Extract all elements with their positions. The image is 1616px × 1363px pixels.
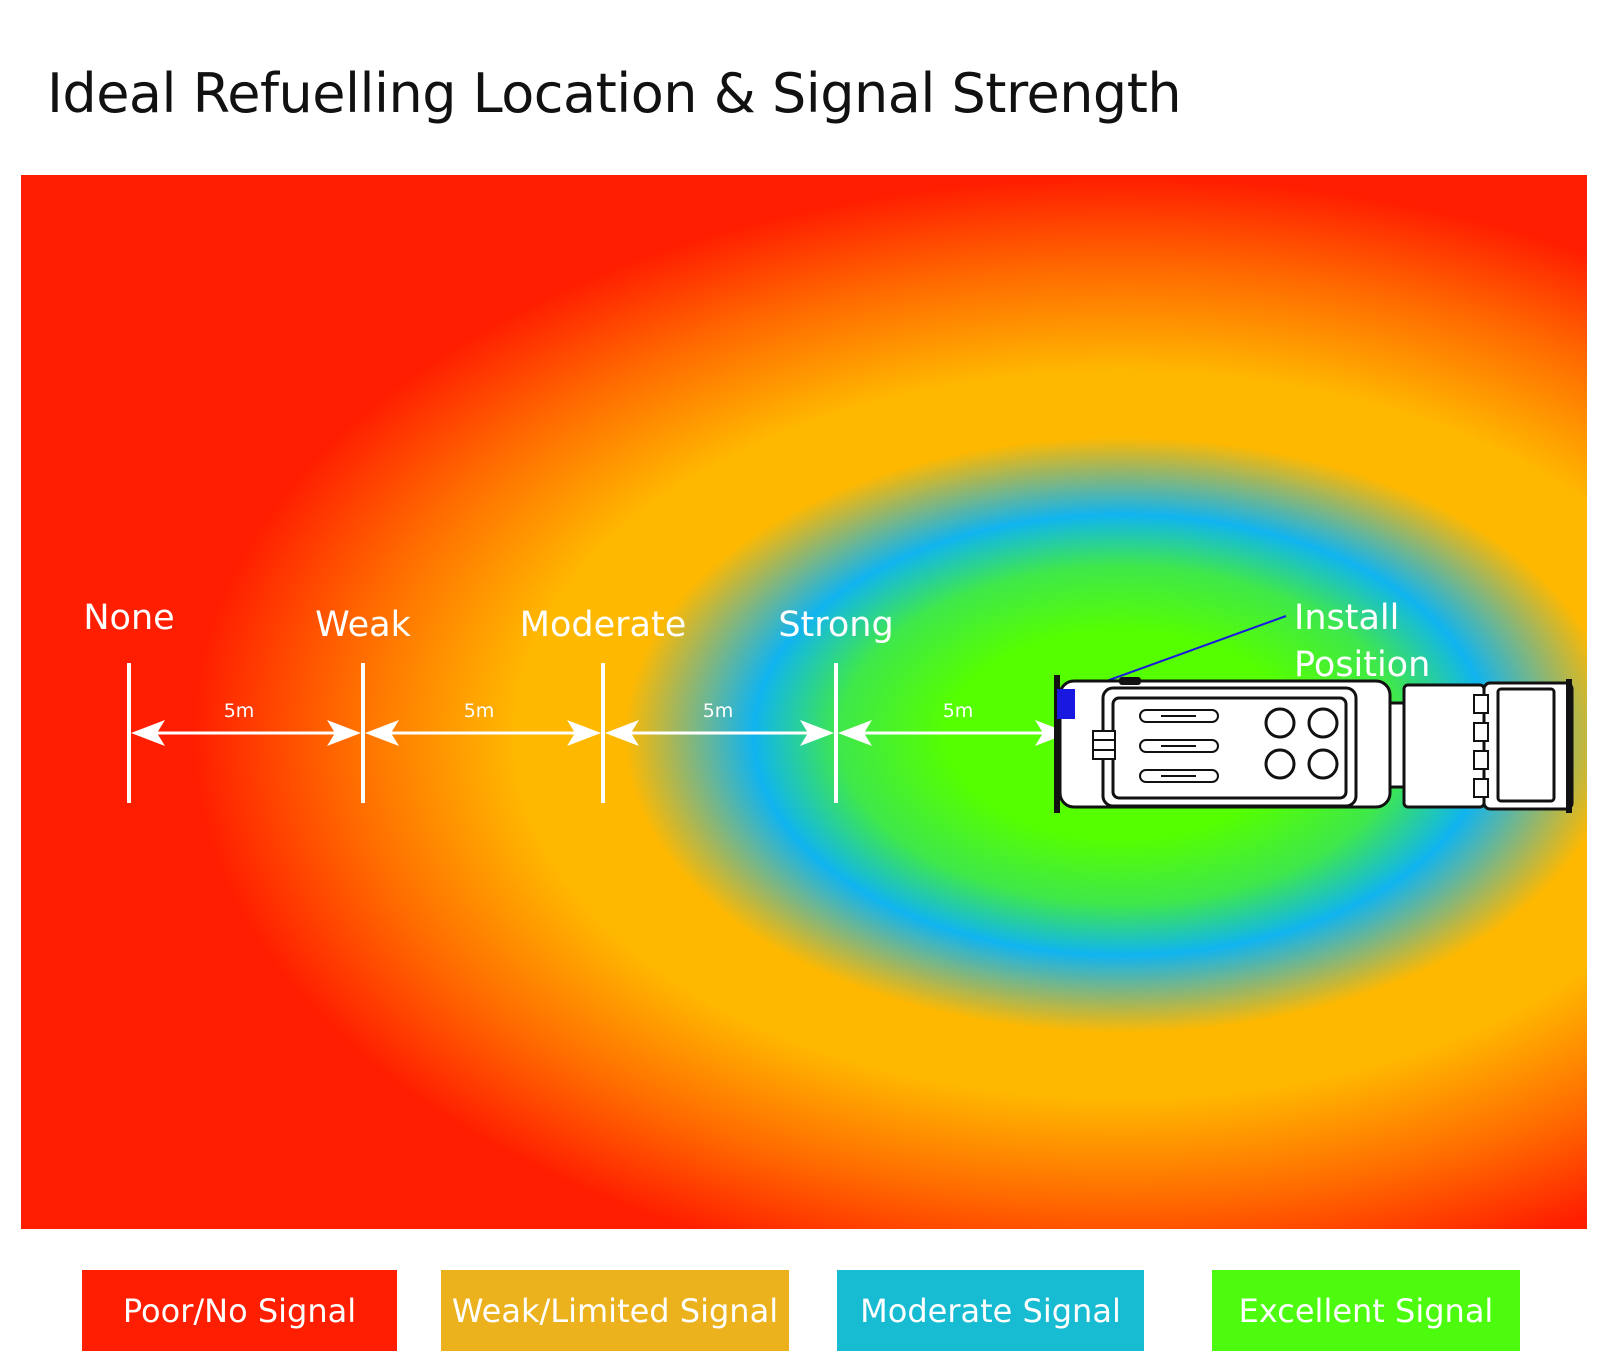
install-position-label-line1: Install	[1294, 598, 1399, 638]
legend-poor-signal-label: Poor/No Signal	[122, 1291, 357, 1330]
legend-poor-signal: Poor/No Signal	[82, 1270, 397, 1351]
legend-weak-signal: Weak/Limited Signal	[441, 1270, 789, 1351]
distance-label-1: 5m	[224, 700, 255, 722]
distance-label-4: 5m	[943, 700, 974, 722]
legend-excellent-signal-label: Excellent Signal	[1238, 1291, 1494, 1330]
distance-arrow-3	[605, 720, 834, 746]
legend-excellent-signal: Excellent Signal	[1212, 1270, 1520, 1351]
distance-arrow-2	[365, 720, 601, 746]
distance-label-2: 5m	[464, 700, 495, 722]
zone-label-moderate: Moderate	[520, 605, 686, 645]
zone-label-strong: Strong	[778, 605, 893, 645]
zone-label-none: None	[83, 598, 174, 638]
install-position-label-line2: Position	[1294, 645, 1430, 685]
truck-icon	[1054, 675, 1574, 813]
distance-arrow-1	[131, 720, 361, 746]
distance-arrow-4	[838, 720, 1069, 746]
legend-weak-signal-label: Weak/Limited Signal	[451, 1291, 779, 1330]
install-leader-line	[1075, 615, 1287, 693]
zone-label-weak: Weak	[315, 605, 412, 645]
legend-moderate-signal-label: Moderate Signal	[860, 1291, 1121, 1330]
install-position-marker	[1057, 689, 1075, 719]
legend-moderate-signal: Moderate Signal	[837, 1270, 1144, 1351]
signal-strength-diagram: None Weak Moderate Strong 5m 5m 5m 5m In…	[21, 175, 1587, 1229]
page-title: Ideal Refuelling Location & Signal Stren…	[47, 62, 1182, 125]
distance-label-3: 5m	[703, 700, 734, 722]
